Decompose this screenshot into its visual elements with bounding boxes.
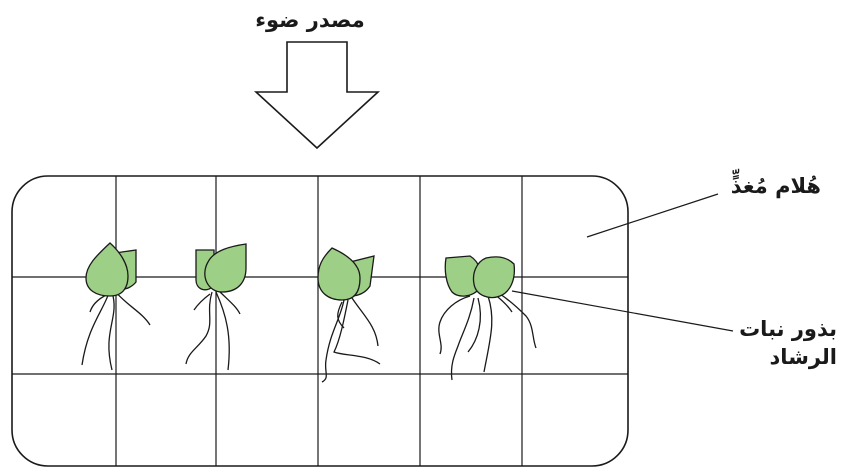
seeds-label: بذور نبات الرشاد: [739, 315, 837, 372]
seeds-label-line: الرشاد: [739, 343, 837, 371]
seeds-label-line: بذور نبات: [739, 315, 837, 343]
light-arrow-icon: [256, 42, 378, 148]
nutrient-gel-label: هُلام مُغذٍّ: [731, 172, 821, 200]
gel-tray: [12, 176, 628, 466]
light-source-label: مصدر ضوء: [240, 6, 380, 34]
